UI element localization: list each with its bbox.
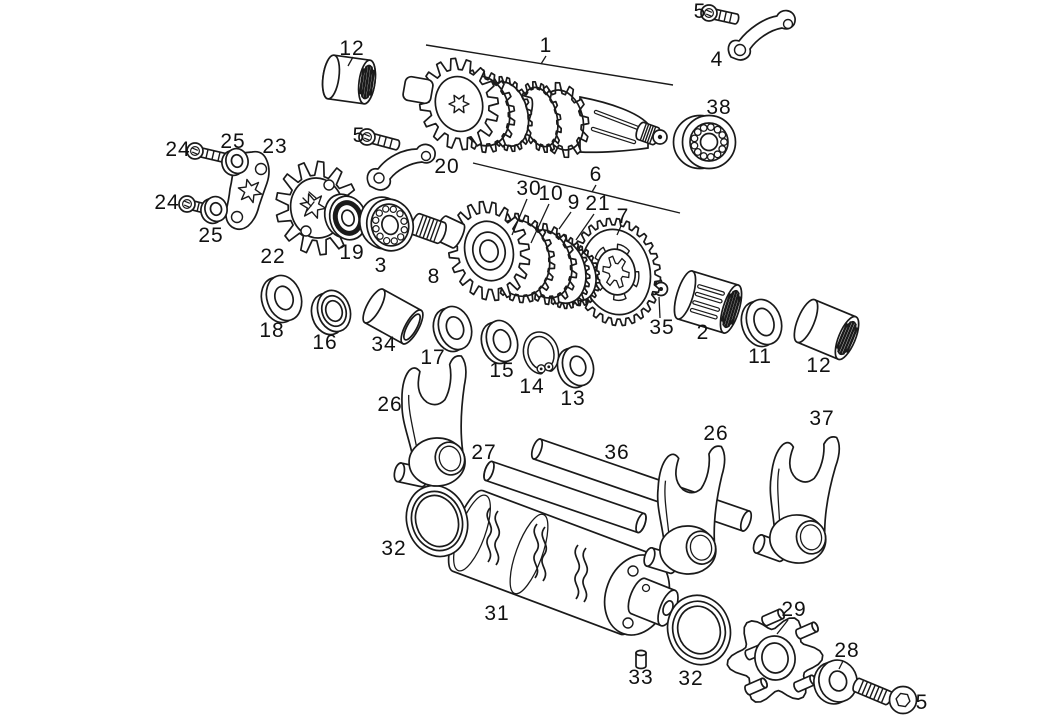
bearing-19 <box>323 193 368 241</box>
o-ring-32-left <box>405 484 469 558</box>
ball-bearing-38 <box>672 114 737 170</box>
leader-line-6 <box>591 184 597 193</box>
cam-plate-29 <box>726 608 824 703</box>
reference-and-leader-lines <box>347 44 844 670</box>
circlip-14 <box>522 331 560 375</box>
leader-line-30 <box>511 198 528 236</box>
leader-line-1 <box>540 55 547 65</box>
washer-13 <box>556 345 595 389</box>
leader-line-10 <box>530 203 550 244</box>
reference-line-1 <box>425 44 674 86</box>
needle-bushing-12-right <box>793 298 860 361</box>
leader-line-29 <box>776 619 789 635</box>
leader-line-21 <box>575 213 595 241</box>
selector-bracket-4 <box>727 9 796 61</box>
shift-fork-26-right <box>643 445 726 575</box>
washer-18 <box>260 274 303 324</box>
shift-rod-27 <box>483 460 647 534</box>
output-shaft-gear-cluster <box>409 200 669 327</box>
washer-16 <box>310 289 352 336</box>
washer-17 <box>432 305 473 353</box>
roller-bearing-3 <box>358 196 415 252</box>
needle-cage-2 <box>673 270 743 334</box>
bolt-5-bottom <box>852 677 918 715</box>
shift-fork-37 <box>752 436 841 564</box>
washer-25-a <box>221 147 249 177</box>
washer-11 <box>740 298 783 348</box>
leader-line-9 <box>558 211 572 230</box>
o-ring-32-right <box>666 594 732 666</box>
leader-line-12 <box>347 56 354 67</box>
needle-bushing-12-left <box>321 54 377 105</box>
screw-5-top <box>700 4 740 25</box>
washer-28 <box>813 659 858 705</box>
leader-line-28 <box>838 660 844 670</box>
reference-line-2 <box>472 162 681 214</box>
washer-15 <box>480 319 519 365</box>
screw-5-mid <box>358 128 401 151</box>
leader-line-35 <box>658 296 661 319</box>
selector-bracket-20 <box>366 143 436 191</box>
index-pin-33 <box>635 649 647 670</box>
washer-25-b <box>200 195 228 225</box>
input-shaft-assembly-1 <box>402 57 668 159</box>
leader-line-7 <box>616 225 622 236</box>
spacer-bush-34 <box>362 288 424 345</box>
shift-fork-26-left <box>393 354 467 488</box>
